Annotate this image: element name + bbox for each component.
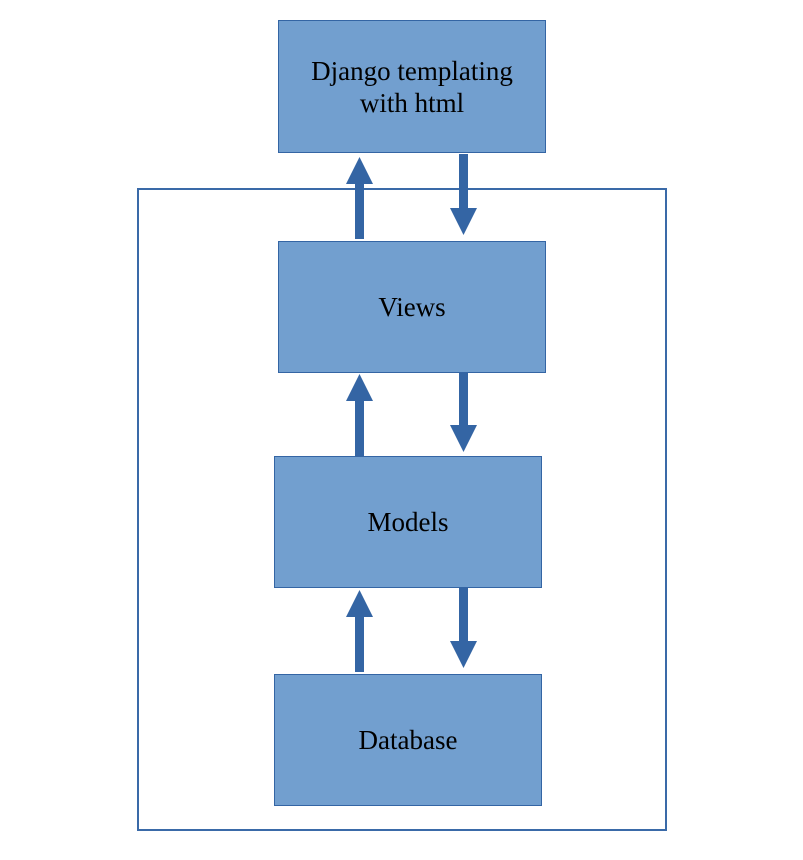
templating-label: Django templating with html [311, 55, 513, 118]
templating-box: Django templating with html [278, 20, 546, 153]
database-box: Database [274, 674, 542, 806]
models-label: Models [367, 507, 449, 537]
outer-frame [137, 188, 667, 831]
views-box: Views [278, 241, 546, 373]
models-box: Models [274, 456, 542, 588]
views-label: Views [378, 292, 446, 322]
database-label: Database [358, 725, 458, 755]
